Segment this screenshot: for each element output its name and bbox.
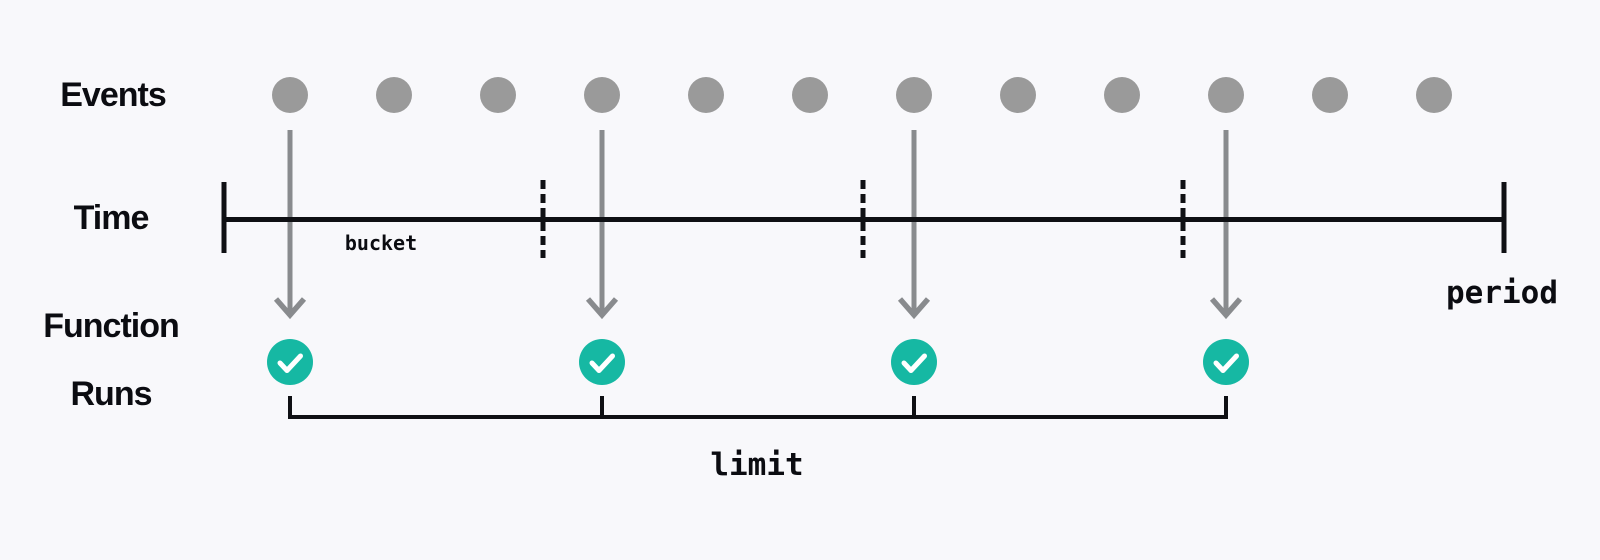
function-runs-row-label: Function Runs bbox=[43, 307, 180, 413]
arrow-down-icon bbox=[584, 130, 620, 325]
event-dot bbox=[584, 77, 620, 113]
bucket-divider-dashed-line bbox=[540, 180, 546, 258]
event-dot bbox=[1104, 77, 1140, 113]
limit-bracket-tick bbox=[912, 396, 916, 419]
function-run-success-badge bbox=[579, 339, 625, 385]
event-dot bbox=[1000, 77, 1036, 113]
arrow-down-icon bbox=[1208, 130, 1244, 325]
event-dot bbox=[896, 77, 932, 113]
check-icon bbox=[1213, 353, 1239, 373]
check-icon bbox=[277, 353, 303, 373]
event-dot bbox=[376, 77, 412, 113]
event-dot bbox=[688, 77, 724, 113]
bucket-divider-dashed-line bbox=[860, 180, 866, 258]
limit-bracket-line bbox=[288, 415, 1228, 419]
bucket-divider-dashed-line bbox=[1180, 180, 1186, 258]
event-dot bbox=[1312, 77, 1348, 113]
timeline-end-tick bbox=[221, 182, 227, 253]
function-run-success-badge bbox=[1203, 339, 1249, 385]
limit-bracket-tick bbox=[1224, 396, 1228, 419]
function-run-success-badge bbox=[267, 339, 313, 385]
bucket-label: bucket bbox=[344, 231, 418, 255]
time-row-label: Time bbox=[73, 199, 150, 237]
events-row-label: Events bbox=[60, 76, 166, 114]
event-dot bbox=[272, 77, 308, 113]
limit-label: limit bbox=[710, 447, 804, 483]
limit-bracket-tick bbox=[600, 396, 604, 419]
event-dot bbox=[1208, 77, 1244, 113]
arrow-down-icon bbox=[896, 130, 932, 325]
function-run-success-badge bbox=[891, 339, 937, 385]
function-runs-line1: Function bbox=[43, 307, 180, 345]
event-dot bbox=[480, 77, 516, 113]
limit-bracket-tick bbox=[288, 396, 292, 419]
arrow-down-icon bbox=[272, 130, 308, 325]
check-icon bbox=[901, 353, 927, 373]
event-dot bbox=[792, 77, 828, 113]
check-icon bbox=[589, 353, 615, 373]
period-label: period bbox=[1446, 275, 1558, 311]
timeline-end-tick bbox=[1501, 182, 1507, 253]
function-runs-line2: Runs bbox=[70, 375, 153, 413]
event-dot bbox=[1416, 77, 1452, 113]
